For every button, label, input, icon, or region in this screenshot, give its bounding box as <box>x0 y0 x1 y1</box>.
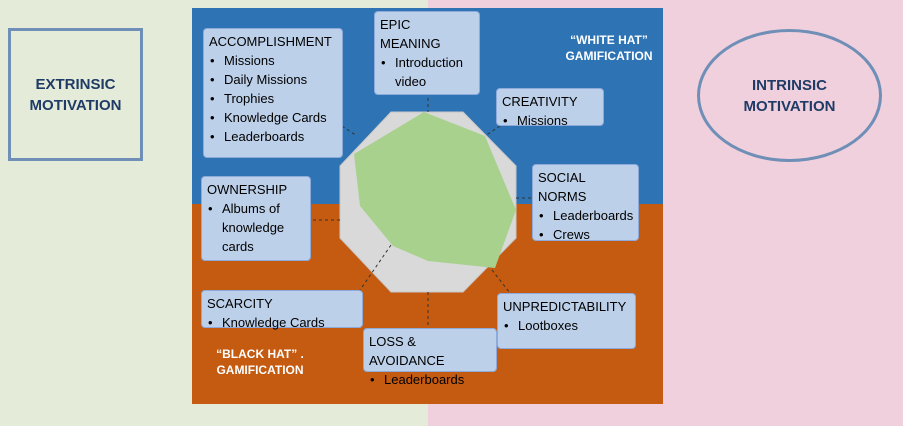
drive-item-list: Missions Daily Missions Trophies Knowled… <box>209 51 337 146</box>
drive-item-list: Introduction video <box>380 53 474 91</box>
drive-item-list: Leaderboards Crews <box>538 206 633 244</box>
drive-box-social-norms: SOCIAL NORMS Leaderboards Crews <box>532 164 639 244</box>
drive-item-list: Knowledge Cards <box>207 313 357 332</box>
drive-item: Knowledge Cards <box>209 108 337 127</box>
drive-item: Knowledge Cards <box>207 313 357 332</box>
drive-title: ACCOMPLISHMENT <box>209 34 332 49</box>
octalysis-panel: “WHITE HAT” GAMIFICATION “BLACK HAT” . G… <box>192 8 663 404</box>
drive-box-scarcity: SCARCITY Knowledge Cards <box>201 290 363 332</box>
drive-box-unpredictability: UNPREDICTABILITY Lootboxes <box>497 293 636 349</box>
drive-title: OWNERSHIP <box>207 182 288 197</box>
black-hat-gamification-label: “BLACK HAT” . GAMIFICATION <box>216 347 304 377</box>
drive-title: UNPREDICTABILITY <box>503 299 627 314</box>
extrinsic-motivation-box: EXTRINSIC MOTIVATION <box>8 28 143 161</box>
drive-item-list: Leaderboards <box>369 370 491 389</box>
drive-item: Trophies <box>209 89 337 108</box>
drive-item: Lootboxes <box>503 316 630 335</box>
white-hat-gamification-label: “WHITE HAT” GAMIFICATION <box>565 33 653 63</box>
drive-item-list: Missions <box>502 111 598 130</box>
connector-unpredictability <box>491 269 511 294</box>
drive-item: Albums of knowledge cards <box>207 199 305 256</box>
intrinsic-motivation-label: INTRINSIC MOTIVATION <box>743 76 836 115</box>
octalysis-diagram <box>310 98 532 328</box>
drive-item: Missions <box>209 51 337 70</box>
drive-item: Leaderboards <box>538 206 633 225</box>
drive-box-loss-avoidance: LOSS & AVOIDANCE Leaderboards <box>363 328 497 389</box>
drive-item-list: Lootboxes <box>503 316 630 335</box>
score-profile-shape <box>354 112 516 268</box>
drive-item: Crews <box>538 225 633 244</box>
drive-item: Daily Missions <box>209 70 337 89</box>
drive-box-creativity: CREATIVITY Missions <box>496 88 604 130</box>
connector-lines <box>310 98 532 328</box>
connector-scarcity <box>357 244 392 294</box>
drive-item: Missions <box>502 111 598 130</box>
drive-item: Leaderboards <box>209 127 337 146</box>
drive-box-ownership: OWNERSHIP Albums of knowledge cards <box>201 176 311 261</box>
drive-title: SOCIAL NORMS <box>538 170 587 204</box>
drive-title: SCARCITY <box>207 296 273 311</box>
drive-title: EPIC MEANING <box>380 17 441 51</box>
connector-creativity <box>484 125 501 137</box>
drive-item: Leaderboards <box>369 370 491 389</box>
intrinsic-motivation-circle: INTRINSIC MOTIVATION <box>697 29 882 162</box>
drive-box-epic-meaning: EPIC MEANING Introduction video <box>374 11 480 95</box>
extrinsic-motivation-label: EXTRINSIC MOTIVATION <box>29 75 122 114</box>
drive-item-list: Albums of knowledge cards <box>207 199 305 256</box>
connector-accomplishment <box>341 125 358 137</box>
drive-title: CREATIVITY <box>502 94 578 109</box>
drive-item: Introduction video <box>380 53 474 91</box>
drive-title: LOSS & AVOIDANCE <box>369 334 445 368</box>
drive-box-accomplishment: ACCOMPLISHMENT Missions Daily Missions T… <box>203 28 343 158</box>
